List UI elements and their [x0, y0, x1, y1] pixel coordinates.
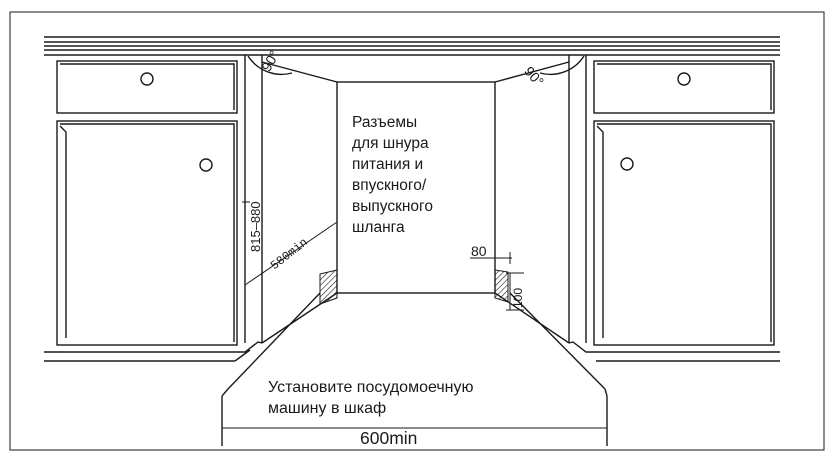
gap-height-label: 100: [511, 287, 525, 308]
right-side-panel: [568, 55, 780, 362]
height-range-label: 815–880: [248, 201, 263, 252]
left-connector-block: [319, 269, 338, 305]
gap-width-label: 80: [471, 243, 487, 259]
depth-dimension-line: [244, 221, 338, 286]
countertop: [44, 36, 780, 56]
niche-floor: [227, 292, 606, 390]
install-bracket: [221, 388, 608, 446]
niche-back-wall: [261, 61, 570, 294]
right-drawer: [593, 60, 775, 114]
width-label: 600min: [360, 428, 418, 448]
left-angle-arc: [247, 55, 293, 76]
left-drawer-knob: [140, 72, 154, 86]
install-note: Установите посудомоечную машину в шкаф: [268, 379, 474, 417]
left-drawer: [56, 60, 238, 114]
left-door: [56, 120, 238, 346]
right-door-knob: [620, 157, 634, 171]
connector-note: Разъемы для шнура питания и впускного/ в…: [352, 114, 433, 236]
right-door: [593, 120, 775, 346]
right-drawer-knob: [677, 72, 691, 86]
right-angle-arc: [539, 55, 585, 76]
diagram-frame: [9, 11, 825, 451]
right-connector-block: [494, 269, 509, 303]
left-door-knob: [199, 158, 213, 172]
left-side-panel: [44, 55, 263, 362]
